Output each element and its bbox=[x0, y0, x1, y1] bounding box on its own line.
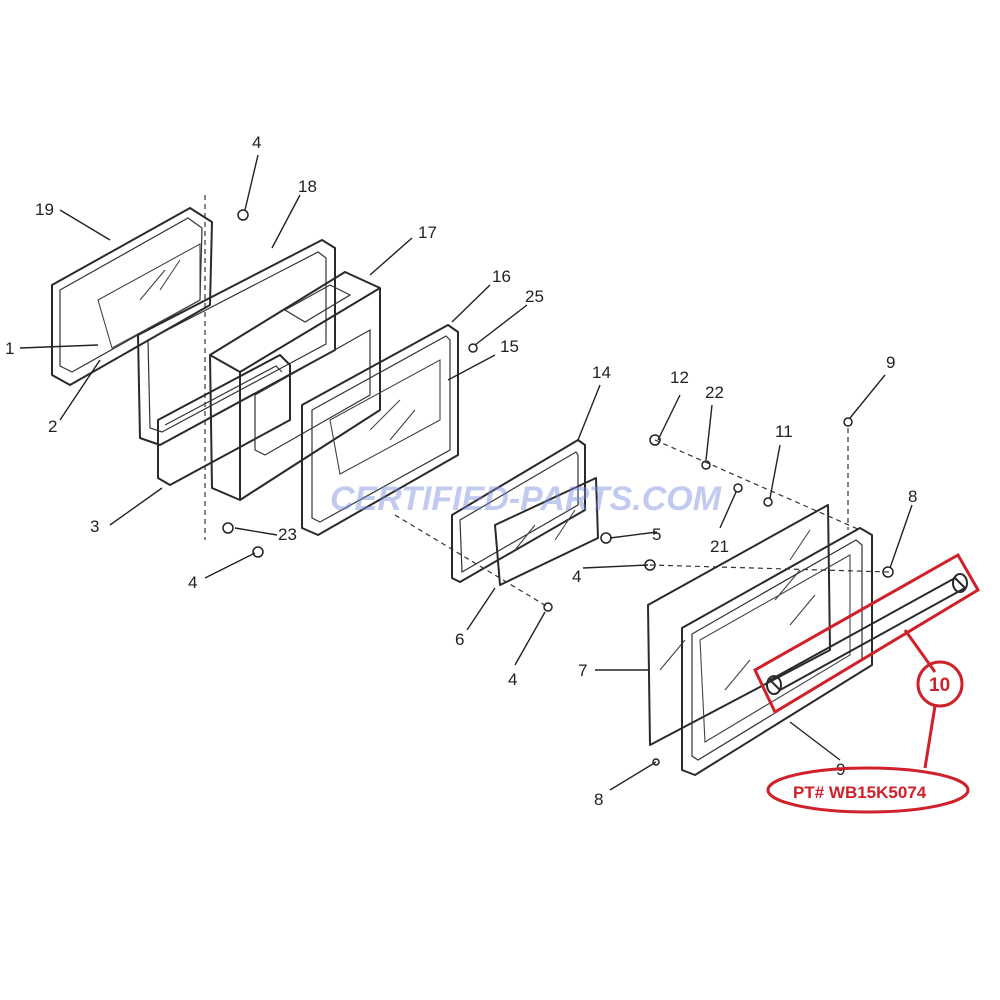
part-9-outer-door-frame bbox=[681, 527, 873, 776]
part-3-side-frame bbox=[157, 354, 291, 486]
part-10-door-handle bbox=[766, 573, 968, 695]
part-16-inner-door-liner bbox=[301, 324, 459, 536]
callout-8: 8 bbox=[594, 790, 603, 809]
callout-15: 14 bbox=[592, 363, 611, 382]
leader-lines bbox=[19, 154, 913, 791]
callout-3: 3 bbox=[90, 517, 99, 536]
callout-10: 10 bbox=[929, 675, 950, 696]
callout-2: 2 bbox=[48, 417, 57, 436]
callout-20: 19 bbox=[35, 200, 54, 219]
callout-5: 5 bbox=[652, 525, 661, 544]
callout-17: 16 bbox=[492, 267, 511, 286]
callout-4-bottom: 4 bbox=[508, 670, 517, 689]
hardware-screws bbox=[222, 209, 894, 766]
callout-labels: 4 18 17 16 25 15 14 19 1 2 3 23 4 6 5 4 … bbox=[5, 133, 917, 809]
callout-13: 11 bbox=[775, 422, 793, 441]
part-6-glass bbox=[494, 477, 599, 586]
callout-23: 25 bbox=[525, 287, 544, 306]
callout-10-circle bbox=[916, 660, 964, 708]
part-number-label: PT# WB15K5074 bbox=[793, 783, 927, 802]
callout-4-left: 4 bbox=[188, 573, 197, 592]
callout-4-mid: 4 bbox=[572, 567, 581, 586]
callout-22: 22 bbox=[705, 383, 724, 402]
callout-18: 17 bbox=[418, 223, 437, 242]
callout-4-top: 4 bbox=[252, 133, 261, 152]
callout-25: 23 bbox=[278, 525, 297, 544]
callout-6: 6 bbox=[455, 630, 464, 649]
handle-highlight-box bbox=[753, 552, 981, 715]
callout-21: 21 bbox=[710, 537, 729, 556]
callout-7: 7 bbox=[578, 661, 587, 680]
callout-16: 15 bbox=[500, 337, 519, 356]
part-number-oval bbox=[766, 766, 970, 814]
watermark: CERTIFIED-PARTS.COM bbox=[330, 480, 722, 518]
callout-19: 18 bbox=[298, 177, 317, 196]
callout-1: 1 bbox=[5, 339, 14, 358]
callout-12: 9 bbox=[886, 353, 895, 372]
part-18-insulation-box bbox=[209, 271, 381, 501]
handle-highlight: 10 PT# WB15K5074 bbox=[753, 552, 981, 814]
callout-14: 12 bbox=[670, 368, 689, 387]
part-20-door-panel bbox=[51, 207, 213, 386]
alignment-lines bbox=[204, 195, 891, 608]
callout-11: 8 bbox=[908, 487, 917, 506]
